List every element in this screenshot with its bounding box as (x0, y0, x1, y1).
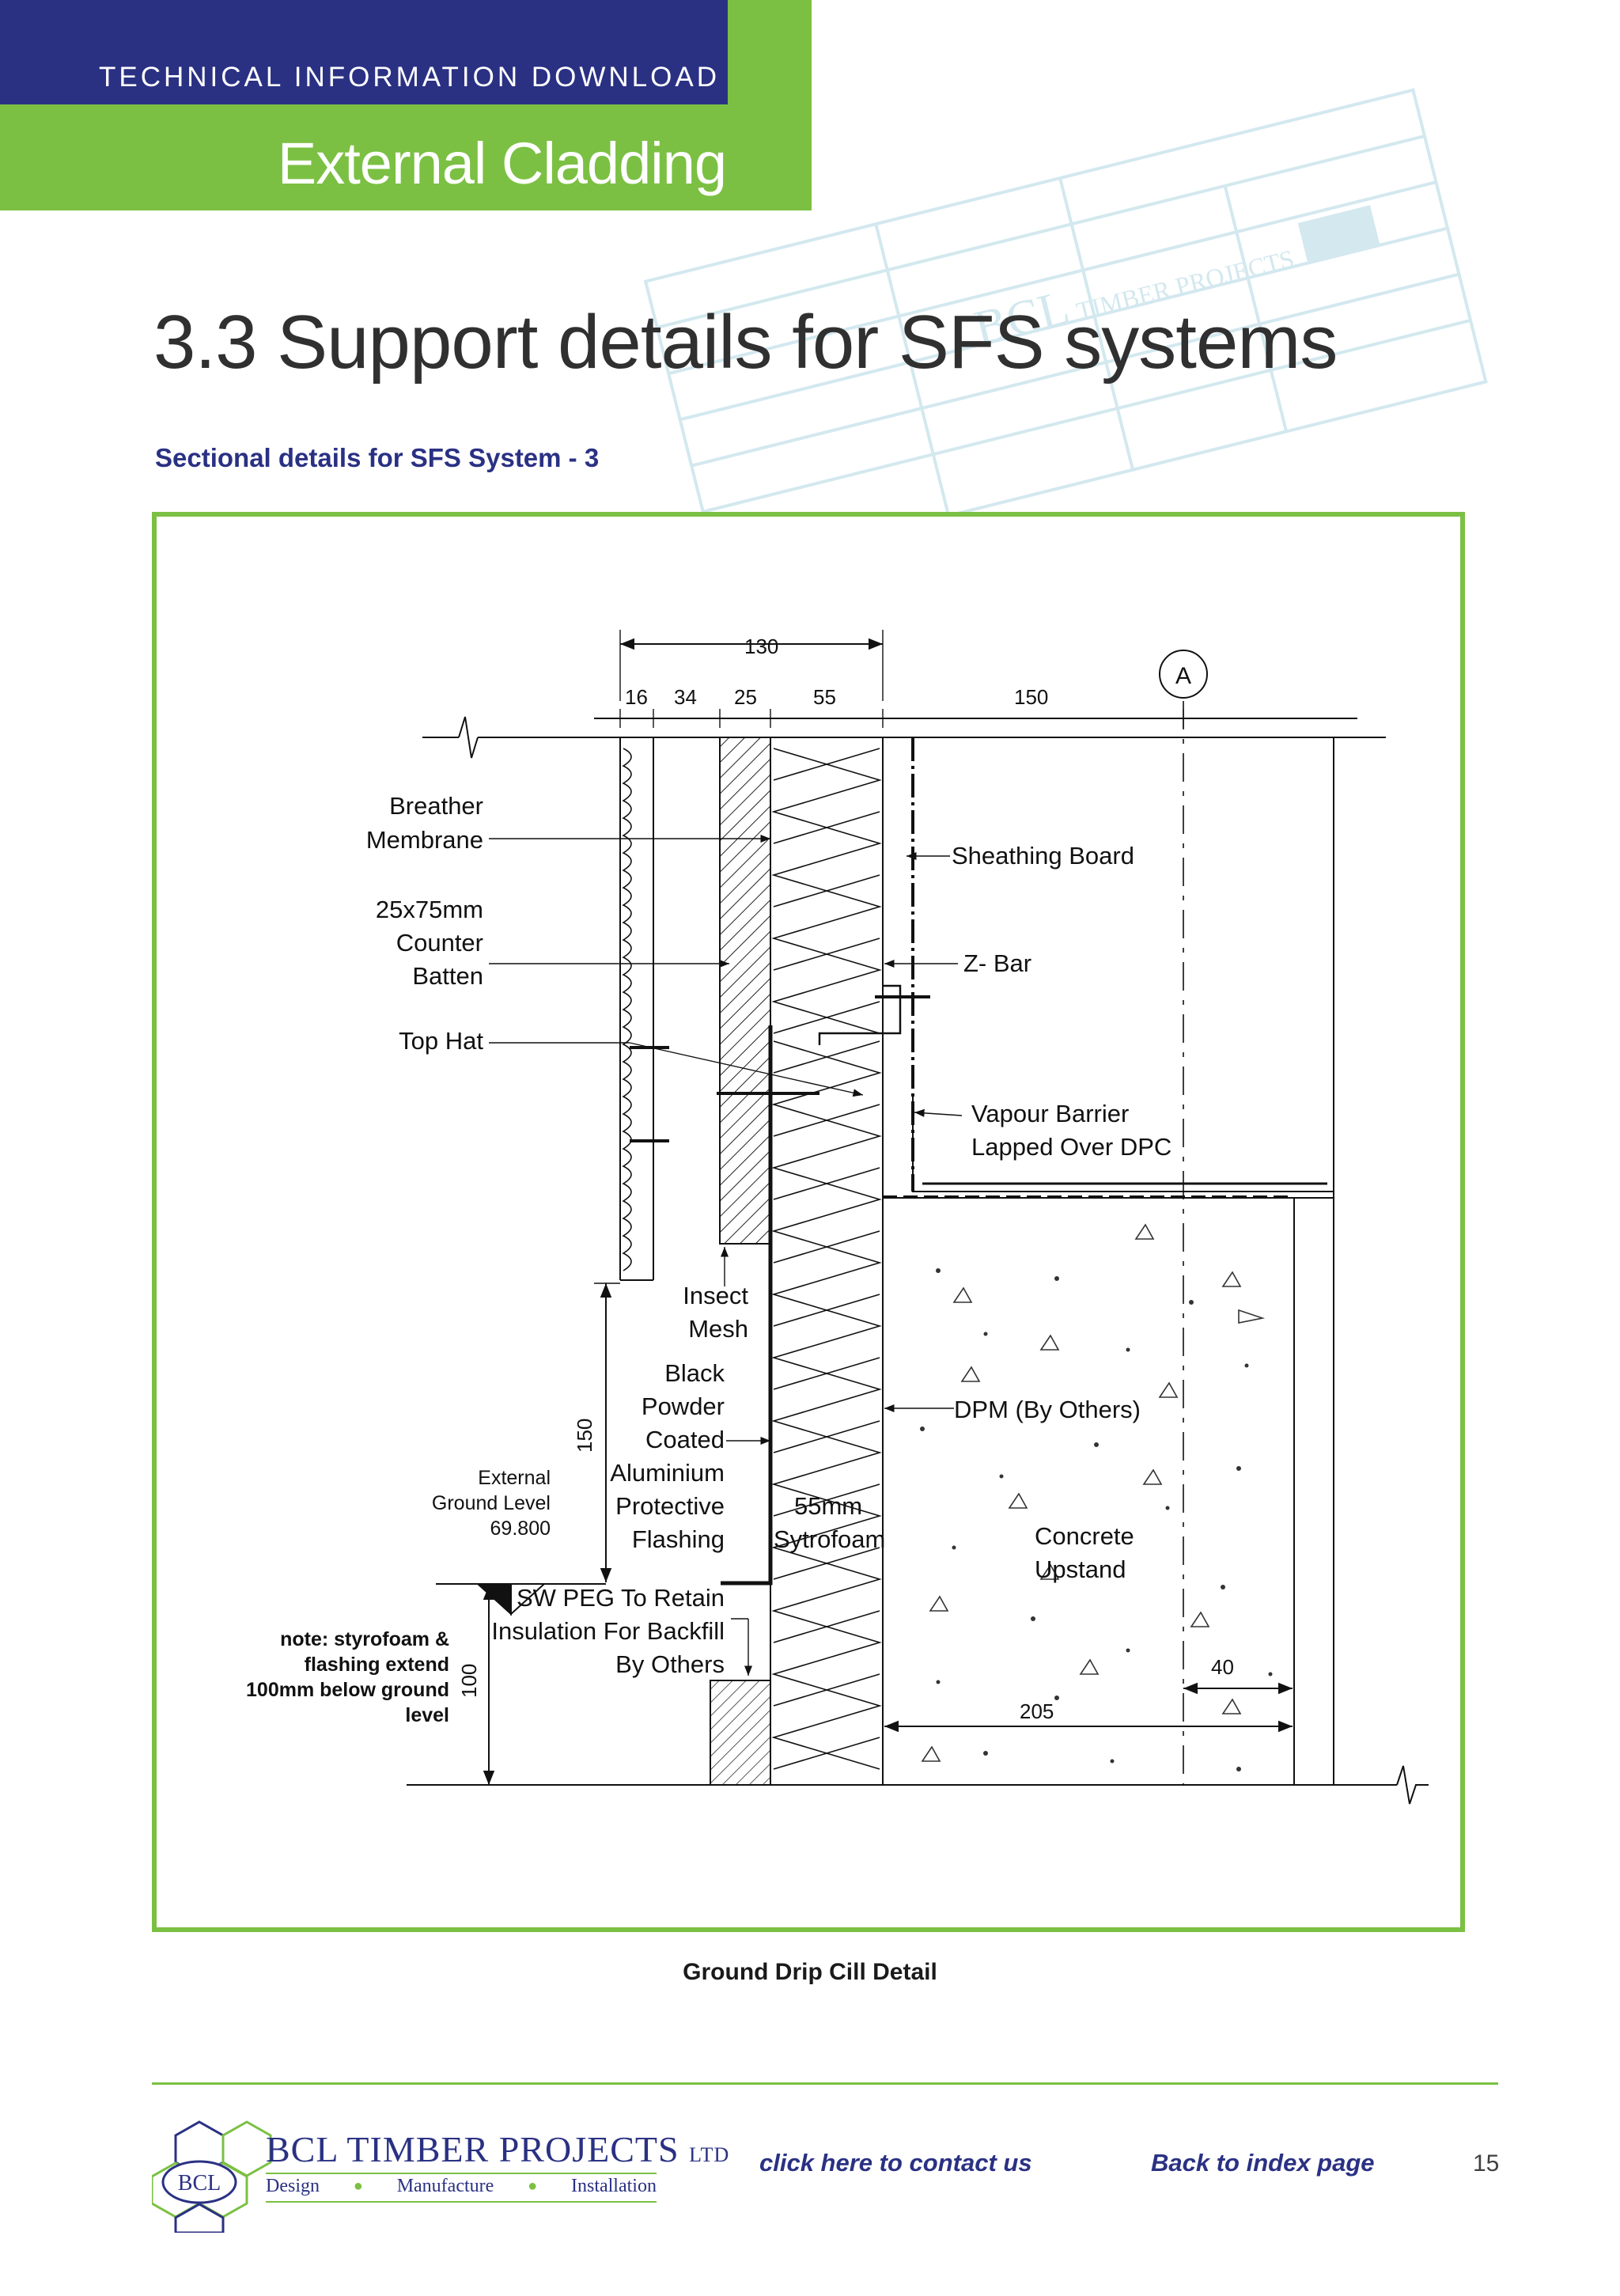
dim-25: 25 (734, 685, 757, 709)
dim-150-vertical: 150 (573, 1419, 596, 1453)
dim-100-vertical: 100 (457, 1664, 481, 1698)
company-logo-mark: BCL (152, 2120, 272, 2233)
label-counter-batten-2: Counter (396, 929, 483, 957)
label-sytrofoam-1: 55mm (794, 1492, 862, 1520)
dim-55: 55 (813, 685, 836, 709)
dim-34: 34 (674, 685, 697, 709)
label-ground-level-2: Ground Level (432, 1492, 551, 1514)
grid-marker-a: A (1175, 663, 1191, 689)
label-concrete-1: Concrete (1035, 1522, 1134, 1550)
label-flashing-1: Black (664, 1359, 725, 1387)
company-tagline: Design ● Manufacture ● Installation (266, 2176, 657, 2197)
company-name-text: BCL TIMBER PROJECTS (266, 2129, 679, 2169)
label-sytrofoam-2: Sytrofoam (774, 1525, 885, 1553)
label-concrete-2: Upstand (1035, 1555, 1126, 1583)
tagline-manufacture: Manufacture (396, 2176, 494, 2196)
label-breather-1: Breather (389, 792, 483, 820)
tagline-design: Design (266, 2176, 320, 2196)
company-suffix: LTD (689, 2143, 730, 2166)
note-line-4: level (405, 1704, 449, 1726)
label-insect-2: Mesh (688, 1315, 748, 1343)
label-breather-2: Membrane (366, 826, 483, 854)
label-sw-peg-3: By Others (615, 1650, 725, 1678)
header-section-band (0, 104, 812, 210)
header-kicker-band (0, 0, 728, 104)
label-counter-batten-3: Batten (412, 962, 483, 990)
dim-150-horizontal: 150 (1014, 685, 1048, 709)
page-title: 3.3 Support details for SFS systems (153, 300, 1338, 385)
header-section-title: External Cladding (277, 131, 727, 196)
note-line-3: 100mm below ground (246, 1679, 449, 1701)
label-insect-1: Insect (683, 1282, 748, 1309)
dim-16: 16 (625, 685, 648, 709)
label-sheathing-board: Sheathing Board (952, 842, 1134, 870)
label-sw-peg-1: SW PEG To Retain (517, 1584, 725, 1612)
drawing-caption: Ground Drip Cill Detail (683, 1959, 937, 1985)
tagline-separator: ● (353, 2177, 363, 2195)
label-ground-level-3: 69.800 (490, 1517, 551, 1540)
logo-rule-bottom (266, 2201, 657, 2203)
logo-rule-top (266, 2173, 657, 2174)
dim-205: 205 (1020, 1699, 1054, 1723)
label-z-bar: Z- Bar (963, 949, 1031, 977)
company-name: BCL TIMBER PROJECTS LTD (266, 2128, 729, 2170)
note-line-1: note: styrofoam & (280, 1628, 449, 1650)
dim-130: 130 (744, 635, 778, 658)
ground-drip-cill-drawing: 130 16 34 25 55 150 A 205 40 150 100 Bre… (246, 630, 1429, 1805)
watermark-title-block: BCL TIMBER PROJECTS (643, 88, 1488, 530)
label-flashing-6: Flashing (632, 1525, 725, 1553)
section-subtitle: Sectional details for SFS System - 3 (155, 443, 600, 472)
label-top-hat: Top Hat (399, 1027, 483, 1055)
dim-40: 40 (1211, 1655, 1234, 1679)
label-flashing-2: Powder (642, 1392, 725, 1420)
tagline-separator: ● (528, 2177, 538, 2195)
label-vapour-1: Vapour Barrier (971, 1100, 1129, 1127)
page-number: 15 (1473, 2150, 1500, 2177)
label-flashing-3: Coated (645, 1426, 725, 1453)
label-sw-peg-2: Insulation For Backfill (491, 1617, 725, 1645)
note-line-2: flashing extend (305, 1654, 449, 1676)
footer-divider (152, 2082, 1498, 2085)
header-kicker: TECHNICAL INFORMATION DOWNLOAD (98, 62, 720, 93)
contact-link[interactable]: click here to contact us (759, 2149, 1032, 2177)
drawing-frame: 130 16 34 25 55 150 A 205 40 150 100 Bre… (152, 512, 1465, 1932)
label-ground-level-1: External (478, 1467, 551, 1489)
label-vapour-2: Lapped Over DPC (971, 1133, 1171, 1161)
logo-mark-text: BCL (178, 2171, 221, 2196)
label-flashing-5: Protective (615, 1492, 725, 1520)
label-counter-batten-1: 25x75mm (376, 896, 483, 923)
label-flashing-4: Aluminium (610, 1459, 725, 1487)
label-dpm: DPM (By Others) (954, 1396, 1141, 1423)
tagline-installation: Installation (570, 2176, 657, 2196)
concrete-aggregate (920, 1268, 1273, 1771)
back-to-index-link[interactable]: Back to index page (1151, 2149, 1375, 2177)
